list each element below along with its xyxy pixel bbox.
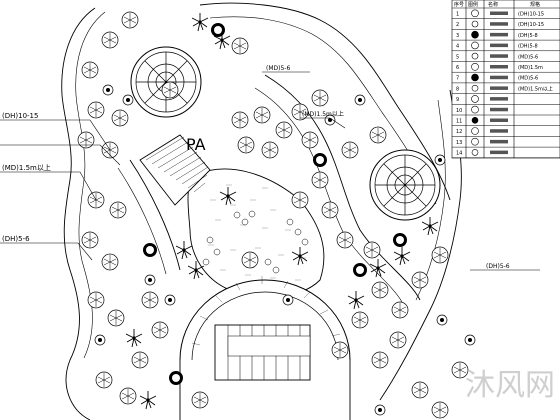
legend-row-name	[490, 86, 508, 90]
tree-symbol-4-icon	[471, 41, 479, 50]
pavilion	[139, 134, 211, 206]
tree-symbol-9-icon	[471, 95, 479, 103]
tree-symbol-5-icon	[471, 52, 479, 60]
legend-row-number: 5	[456, 54, 459, 60]
label-left-3: (MD)1.5m以上	[2, 163, 51, 172]
legend-row-spec: (DH)5-8	[518, 33, 538, 39]
shrub-symbol-11-icon	[471, 117, 479, 124]
legend-row-number: 8	[456, 86, 459, 92]
legend-row-name	[490, 107, 508, 112]
tree-symbol-6-icon	[471, 63, 479, 71]
legend-row-name	[490, 11, 508, 15]
legend-row-spec: (DH)5-8	[518, 44, 538, 50]
legend-row-name	[490, 54, 508, 58]
legend-header-no: 序号	[454, 1, 464, 8]
tree-symbol-7-icon	[471, 73, 479, 82]
legend-row-spec: (MD)5-6	[518, 76, 538, 82]
label-right-1: (DH)5-6	[486, 263, 510, 270]
legend-row-name	[490, 22, 508, 26]
legend-row-name	[490, 65, 508, 69]
legend-row-spec: (MD)1.5m	[518, 65, 543, 71]
circular-plaza-top	[130, 46, 202, 118]
tree-symbol-2-icon	[471, 20, 479, 28]
shrub-symbol-10-icon	[471, 105, 479, 114]
circular-plaza-right	[369, 149, 441, 221]
tree-symbol-1-icon	[471, 9, 479, 18]
label-left-4: (DH)5-6	[2, 235, 30, 243]
legend-row-number: 12	[456, 129, 462, 135]
legend-row-name	[490, 97, 508, 101]
legend-row-number: 10	[456, 108, 462, 114]
legend-row-number: 4	[456, 44, 459, 50]
amphitheater	[179, 276, 351, 420]
label-top-1: (MD)5-6	[266, 65, 290, 72]
legend-row-name	[490, 150, 508, 155]
legend-row-number: 1	[456, 12, 459, 18]
shrub-symbol-12-icon	[471, 127, 479, 135]
legend-row-name	[490, 43, 508, 48]
plant-legend: 1 (DH)10-15 2 (DH)10-15 3 (DH)5-8 4 (DH)5-8 5 (MD…	[451, 0, 560, 159]
pond	[187, 168, 325, 298]
shrub-symbol-13-icon	[471, 137, 479, 146]
legend-row-name	[490, 129, 508, 133]
legend-row-number: 13	[456, 140, 462, 146]
legend-row-number: 7	[456, 76, 459, 82]
tree-symbol-3-icon	[471, 30, 479, 39]
label-left-1: (DH)10-15	[2, 112, 38, 120]
label-mid-1: (MD)1.5m以上	[302, 110, 344, 118]
legend-row-number: 9	[456, 97, 459, 103]
legend-row-number: 6	[456, 65, 459, 71]
tree-symbol-8-icon	[471, 84, 479, 92]
legend-row-spec: (DH)10-15	[518, 22, 544, 28]
legend-row-name	[490, 139, 508, 144]
legend-header-icon: 图例	[468, 1, 478, 8]
legend-row-spec: (MD)5-6	[518, 54, 538, 60]
legend-row-name	[490, 118, 508, 122]
legend-row-name	[490, 32, 508, 37]
legend-row-name	[490, 75, 508, 80]
legend-row-spec: (MD)1.5m以上	[518, 85, 553, 92]
legend-header-spec: 规格	[530, 1, 540, 8]
area-label: PA	[186, 135, 206, 154]
legend-row-spec: (DH)10-15	[518, 12, 544, 18]
legend-row-number: 11	[456, 119, 462, 125]
legend-row-number: 2	[456, 22, 459, 28]
legend-row-number: 14	[456, 151, 462, 157]
watermark-text: 沐风网	[465, 368, 555, 403]
leader-lines	[0, 71, 540, 271]
legend-row-number: 3	[456, 33, 459, 39]
legend-header-name: 名称	[488, 1, 498, 8]
shrub-symbol-14-icon	[471, 149, 479, 156]
